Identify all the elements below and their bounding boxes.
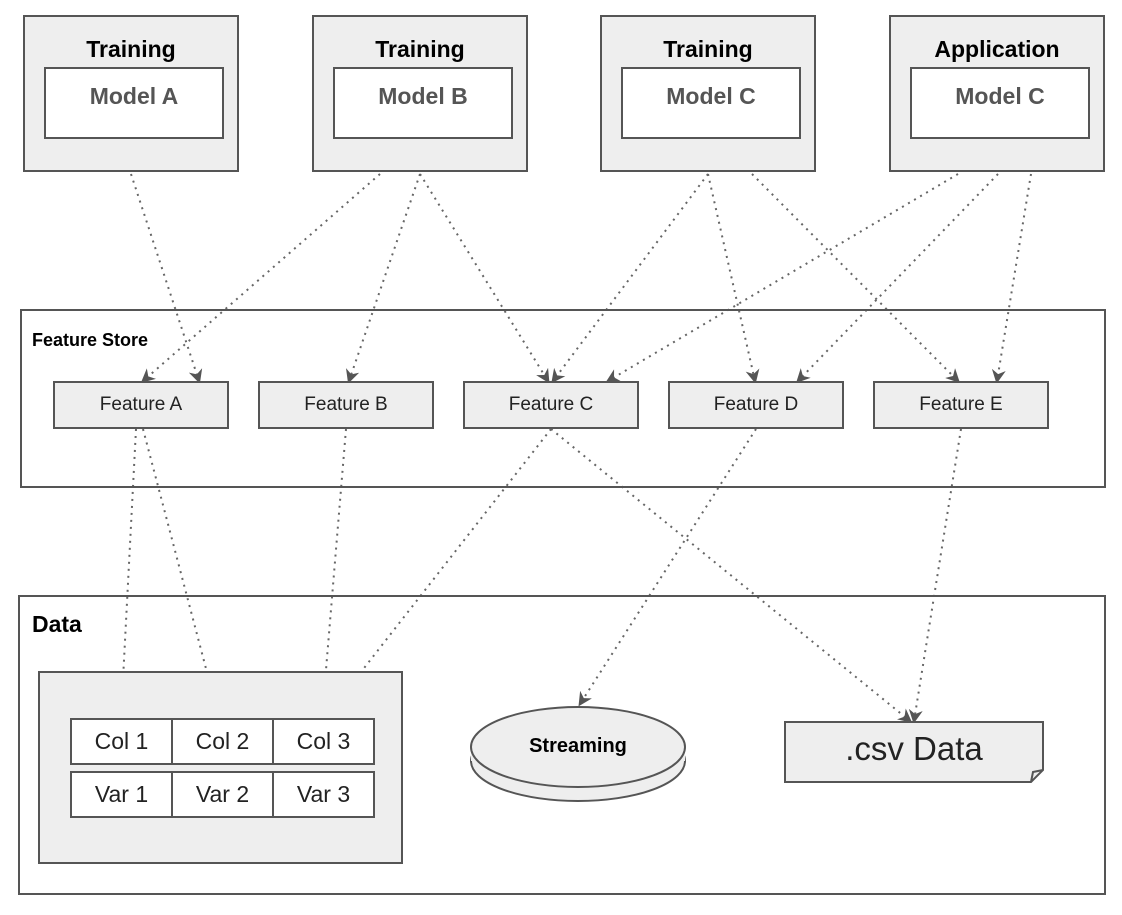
feature-box-c: Feature C xyxy=(463,381,639,429)
data-container: Data xyxy=(18,595,1106,895)
table-cell-var-1: Var 1 xyxy=(70,771,173,818)
model-box-title: Training xyxy=(375,36,465,62)
feature-box-a: Feature A xyxy=(53,381,229,429)
model-box-training-a: Training Model A xyxy=(23,15,239,172)
feature-store-container: Feature Store xyxy=(20,309,1106,488)
feature-box-d: Feature D xyxy=(668,381,844,429)
model-box-training-c: Training Model C xyxy=(600,15,816,172)
model-box-title: Training xyxy=(663,36,753,62)
feature-box-e: Feature E xyxy=(873,381,1049,429)
model-name-box: Model B xyxy=(333,67,513,139)
model-box-application-c: Application Model C xyxy=(889,15,1105,172)
model-box-title: Application xyxy=(934,36,1060,62)
feature-store-title: Feature Store xyxy=(32,330,149,350)
feature-box-b: Feature B xyxy=(258,381,434,429)
table-header-cell-col-1: Col 1 xyxy=(70,718,173,765)
table-cell-var-2: Var 2 xyxy=(171,771,274,818)
model-name: Model C xyxy=(955,83,1045,109)
csv-document-icon xyxy=(784,721,1044,783)
table-source-box xyxy=(38,671,403,864)
model-name-box: Model C xyxy=(621,67,801,139)
model-name-box: Model C xyxy=(910,67,1090,139)
streaming-label: Streaming xyxy=(529,735,627,757)
model-name-box: Model A xyxy=(44,67,224,139)
table-cell-var-3: Var 3 xyxy=(272,771,375,818)
model-box-training-b: Training Model B xyxy=(312,15,528,172)
model-name: Model A xyxy=(89,83,179,109)
model-name: Model B xyxy=(378,83,468,109)
table-header-cell-col-2: Col 2 xyxy=(171,718,274,765)
streaming-disk-icon xyxy=(470,706,686,802)
data-title: Data xyxy=(32,611,82,637)
model-box-title: Training xyxy=(86,36,176,62)
table-header-cell-col-3: Col 3 xyxy=(272,718,375,765)
model-name: Model C xyxy=(666,83,756,109)
csv-data-label: .csv Data xyxy=(845,730,983,767)
